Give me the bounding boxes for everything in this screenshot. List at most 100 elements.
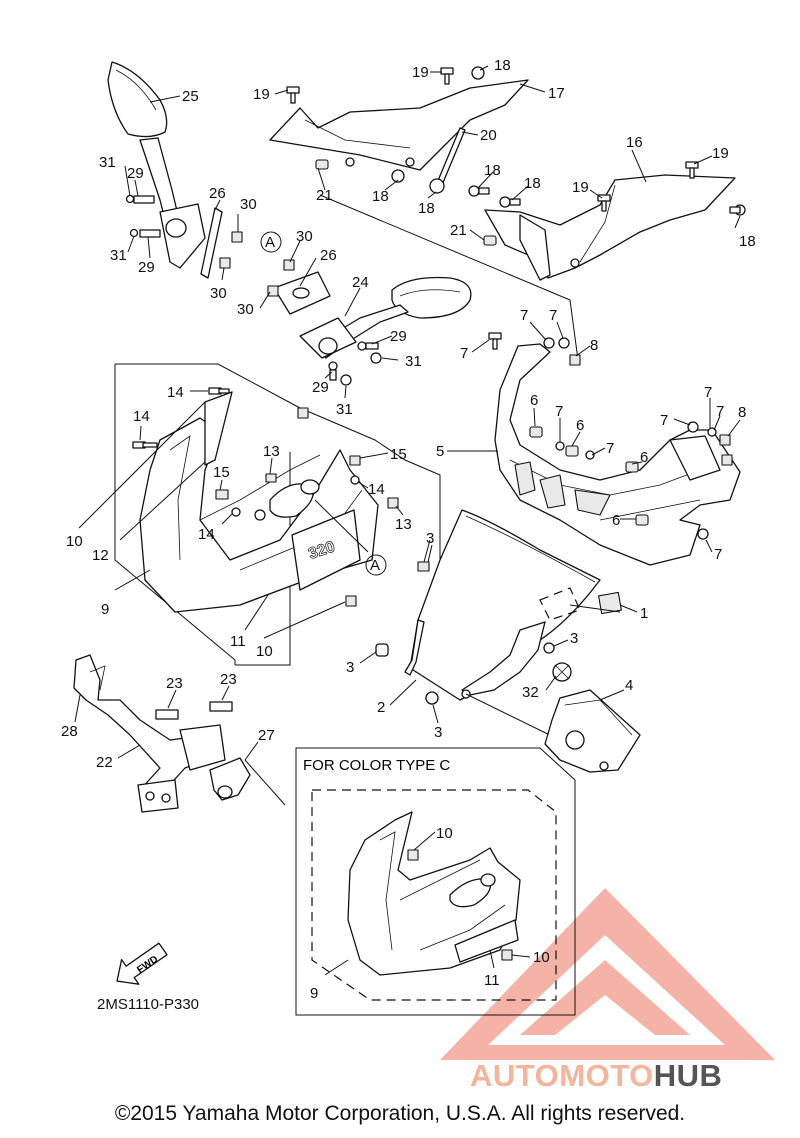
- part-windscreen: [404, 509, 622, 701]
- part-mount-stay: [73, 654, 251, 813]
- callout: 28: [61, 723, 78, 740]
- callout: 12: [92, 547, 109, 564]
- callout: 11: [230, 633, 246, 650]
- callout: 3: [346, 659, 354, 676]
- callout: 18: [494, 57, 511, 74]
- part-mirror-right: [299, 276, 472, 359]
- callout: 7: [714, 546, 722, 563]
- callout: 3: [426, 530, 434, 547]
- svg-text:A: A: [265, 234, 275, 251]
- svg-text:A: A: [370, 557, 380, 574]
- callout: 19: [253, 86, 270, 103]
- callout: 13: [395, 516, 412, 533]
- leader-lines-inner-cowl: [447, 321, 741, 553]
- watermark-brand-hub: HUB: [653, 1058, 723, 1093]
- callout: 6: [530, 392, 538, 409]
- callout: 18: [484, 162, 501, 179]
- callout: 29: [138, 259, 155, 276]
- part-screws-right: [468, 161, 746, 246]
- callout: 8: [738, 404, 746, 421]
- callout: 25: [182, 88, 199, 105]
- callout: 29: [312, 379, 329, 396]
- callout: 18: [524, 175, 541, 192]
- leader-lines-upper: [124, 65, 741, 361]
- callout: 5: [436, 443, 444, 460]
- callout: 7: [549, 307, 557, 324]
- callout-numbers: 25 19 19 18 17 20 31 29 26 30 16 19 18 1…: [61, 57, 756, 1002]
- part-windscreen-fasteners: [375, 642, 555, 705]
- reference-mark-a-lower: A: [365, 554, 387, 576]
- callout: 10: [533, 949, 550, 966]
- callout: 13: [263, 443, 280, 460]
- leader-lines-cowling: [78, 390, 431, 639]
- callout: 15: [213, 464, 230, 481]
- part-cowling-clips: [132, 387, 430, 607]
- callout: 31: [405, 353, 422, 370]
- copyright-notice: ©2015 Yamaha Motor Corporation, U.S.A. A…: [114, 1102, 686, 1125]
- callout: 21: [450, 222, 467, 239]
- callout: 29: [127, 165, 144, 182]
- callout: 19: [712, 145, 729, 162]
- part-inner-cowl-fasteners: [488, 332, 733, 540]
- callout: 14: [368, 481, 385, 498]
- part-inner-panel-16: [484, 174, 736, 281]
- watermark-brand-auto: AUTOMOTO: [470, 1058, 654, 1093]
- callout: 8: [590, 337, 598, 354]
- callout: 30: [210, 285, 227, 302]
- callout: 1: [640, 605, 648, 622]
- callout: 26: [320, 247, 337, 264]
- callout: 26: [209, 185, 226, 202]
- leader-lines-stay: [74, 685, 286, 806]
- leader-lines-mirror-right: [259, 240, 399, 399]
- watermark-brand-text: AUTOMOTOHUB: [470, 1058, 722, 1094]
- callout: 31: [110, 247, 127, 264]
- callout: 3: [570, 630, 578, 647]
- callout: 14: [198, 526, 215, 543]
- callout: 10: [256, 643, 273, 660]
- callout: 7: [716, 403, 724, 420]
- callout: 7: [606, 440, 614, 457]
- callout: 7: [704, 384, 712, 401]
- callout: 9: [310, 985, 318, 1002]
- callout: 32: [522, 684, 539, 701]
- part-inner-cowl: [494, 343, 741, 566]
- part-inner-panel-17: [269, 79, 529, 171]
- callout: 30: [237, 301, 254, 318]
- callout: 18: [739, 233, 756, 250]
- callout: 18: [372, 188, 389, 205]
- leader-lines-windscreen: [359, 544, 638, 741]
- callout: 15: [390, 446, 407, 463]
- drawing-code: 2MS1110-P330: [97, 996, 199, 1013]
- callout: 23: [166, 675, 183, 692]
- callout: 22: [96, 754, 113, 771]
- cowling-bracket-lines: [114, 363, 441, 666]
- callout: 30: [240, 196, 257, 213]
- callout: 10: [436, 825, 453, 842]
- callout: 7: [460, 345, 468, 362]
- callout: 16: [626, 134, 643, 151]
- reference-mark-a-upper: A: [260, 231, 282, 253]
- part-mirror-left: [107, 61, 206, 269]
- callout: 14: [133, 408, 150, 425]
- callout: 7: [555, 403, 563, 420]
- callout: 2: [377, 699, 385, 716]
- callout: 23: [220, 671, 237, 688]
- callout: 7: [660, 412, 668, 429]
- part-mirror-right-fasteners: [267, 259, 382, 386]
- color-type-c-box: [295, 747, 576, 1016]
- leader-lines-bracket-4: [545, 675, 625, 701]
- callout: 6: [576, 417, 584, 434]
- callout: 30: [296, 228, 313, 245]
- callout: 31: [336, 401, 353, 418]
- callout: 6: [612, 512, 620, 529]
- callout: 27: [258, 727, 275, 744]
- callout: 9: [101, 601, 109, 618]
- callout: 6: [640, 449, 648, 466]
- callout: 3: [434, 724, 442, 741]
- watermark-logo: [440, 888, 775, 1060]
- part-fasteners-left-mirror: [125, 194, 243, 279]
- callout: 4: [625, 677, 633, 694]
- callout: 19: [412, 64, 429, 81]
- callout: 20: [480, 127, 497, 144]
